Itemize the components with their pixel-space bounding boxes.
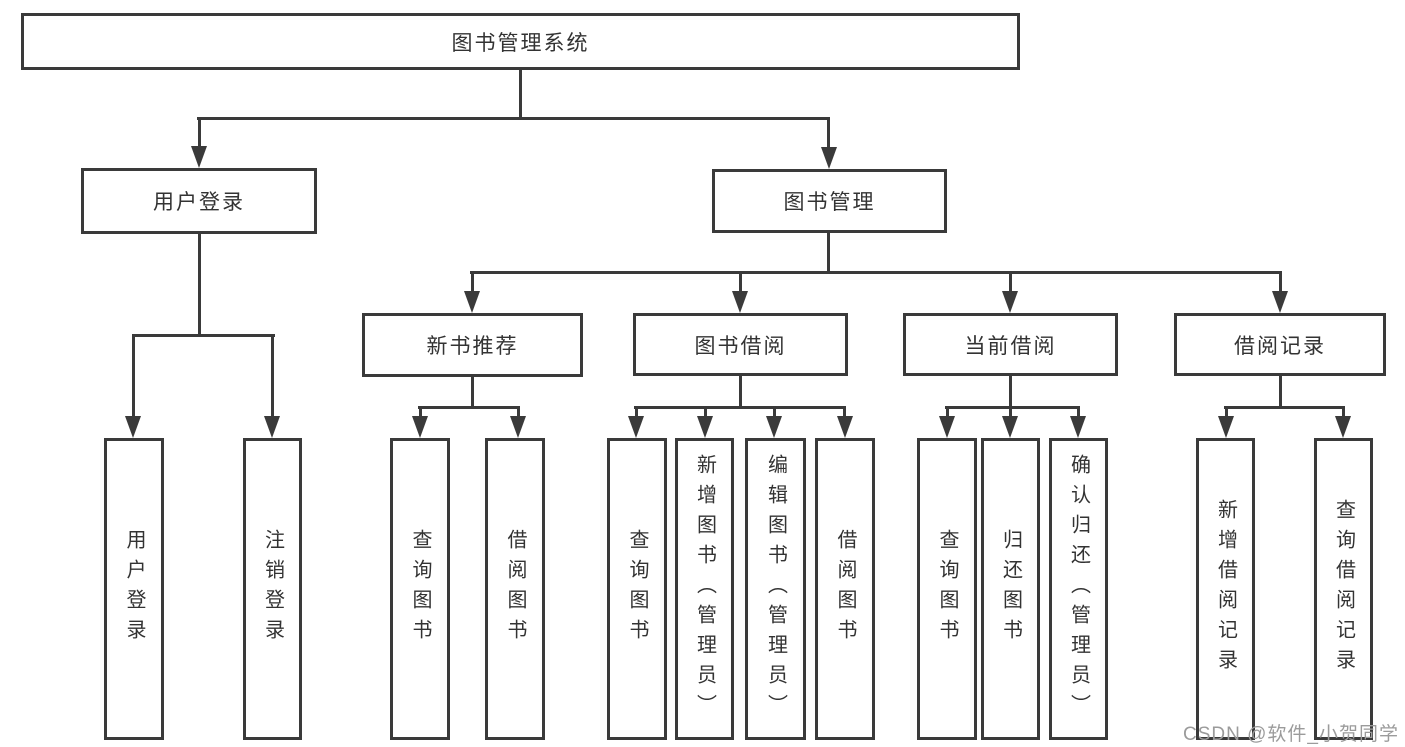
connector-vline: [198, 234, 201, 337]
connector-vline: [1279, 271, 1282, 293]
leaf-query-book-current: 查询图书: [917, 438, 977, 740]
connector-vline: [1009, 406, 1012, 418]
arrowhead-down-icon: [1002, 416, 1018, 438]
connector-vline: [519, 70, 522, 120]
leaf-label: 编辑图书（管理员）: [764, 454, 787, 724]
leaf-logout: 注销登录: [243, 438, 302, 740]
arrowhead-down-icon: [628, 416, 644, 438]
connector-vline: [1009, 376, 1012, 409]
arrowhead-down-icon: [821, 147, 837, 169]
connector-vline: [739, 376, 742, 409]
connector-vline: [132, 334, 135, 418]
arrowhead-down-icon: [1070, 416, 1086, 438]
connector-vline: [1342, 406, 1345, 418]
leaf-label: 查询图书: [626, 529, 648, 649]
node-label: 新书推荐: [426, 335, 519, 358]
arrowhead-down-icon: [1272, 291, 1288, 313]
leaf-label: 确认归还（管理员）: [1067, 454, 1090, 724]
arrowhead-down-icon: [697, 416, 713, 438]
arrowhead-down-icon: [766, 416, 782, 438]
leaf-user-login: 用户登录: [104, 438, 164, 740]
connector-hline: [197, 117, 830, 120]
leaf-label: 新增图书（管理员）: [693, 454, 716, 724]
node-borrow-record: 借阅记录: [1174, 313, 1386, 376]
connector-vline: [827, 233, 830, 274]
connector-vline: [635, 406, 638, 418]
connector-vline: [1279, 376, 1282, 409]
arrowhead-down-icon: [939, 416, 955, 438]
leaf-label: 查询图书: [936, 529, 958, 649]
node-label: 当前借阅: [964, 334, 1057, 358]
arrowhead-down-icon: [191, 146, 207, 168]
connector-vline: [827, 117, 830, 151]
leaf-label: 借阅图书: [834, 529, 856, 649]
leaf-label: 归还图书: [999, 529, 1022, 649]
connector-vline: [198, 117, 201, 150]
node-current-borrow: 当前借阅: [903, 313, 1118, 376]
connector-vline: [843, 406, 846, 418]
arrowhead-down-icon: [412, 416, 428, 438]
leaf-label: 查询图书: [409, 529, 431, 649]
connector-vline: [773, 406, 776, 418]
leaf-query-book-borrow: 查询图书: [607, 438, 667, 740]
node-label: 借阅记录: [1234, 334, 1326, 358]
node-label: 图书管理系统: [451, 31, 590, 55]
arrowhead-down-icon: [264, 416, 280, 438]
leaf-label: 借阅图书: [504, 529, 526, 649]
connector-vline: [271, 334, 274, 418]
connector-hline: [418, 406, 520, 409]
connector-vline: [1009, 271, 1012, 293]
connector-vline: [704, 406, 707, 418]
leaf-query-borrow-record: 查询借阅记录: [1314, 438, 1373, 740]
connector-vline: [1225, 406, 1228, 418]
arrowhead-down-icon: [837, 416, 853, 438]
connector-hline: [132, 334, 275, 337]
leaf-add-book-admin: 新增图书（管理员）: [675, 438, 734, 740]
arrowhead-down-icon: [1002, 291, 1018, 313]
node-new-book-recommend: 新书推荐: [362, 313, 583, 377]
connector-hline: [470, 271, 1282, 274]
leaf-return-book: 归还图书: [981, 438, 1040, 740]
arrowhead-down-icon: [510, 416, 526, 438]
connector-hline: [945, 406, 1080, 409]
leaf-add-borrow-record: 新增借阅记录: [1196, 438, 1255, 740]
connector-vline: [471, 271, 474, 293]
leaf-query-book-recommend: 查询图书: [390, 438, 450, 740]
connector-hline: [1224, 406, 1345, 409]
node-book-management-branch: 图书管理: [712, 169, 947, 233]
node-label: 用户登录: [153, 191, 245, 214]
arrowhead-down-icon: [732, 291, 748, 313]
connector-vline: [471, 377, 474, 409]
leaf-label: 查询借阅记录: [1332, 499, 1355, 679]
leaf-confirm-return-admin: 确认归还（管理员）: [1049, 438, 1108, 740]
connector-vline: [517, 406, 520, 418]
leaf-edit-book-admin: 编辑图书（管理员）: [745, 438, 806, 740]
leaf-borrow-book: 借阅图书: [815, 438, 875, 740]
leaf-label: 注销登录: [261, 529, 284, 649]
leaf-label: 新增借阅记录: [1214, 499, 1237, 679]
csdn-watermark: CSDN @软件_小贺同学: [1183, 724, 1399, 745]
leaf-label: 用户登录: [123, 529, 145, 649]
leaf-borrow-book-recommend: 借阅图书: [485, 438, 545, 740]
arrowhead-down-icon: [1335, 416, 1351, 438]
connector-hline: [634, 406, 846, 409]
arrowhead-down-icon: [1218, 416, 1234, 438]
node-book-management-system: 图书管理系统: [21, 13, 1020, 70]
connector-vline: [1077, 406, 1080, 418]
node-user-login-branch: 用户登录: [81, 168, 317, 234]
node-label: 图书管理: [783, 191, 876, 214]
node-book-borrow: 图书借阅: [633, 313, 848, 376]
arrowhead-down-icon: [464, 291, 480, 313]
connector-vline: [419, 406, 422, 418]
connector-vline: [946, 406, 949, 418]
connector-vline: [739, 271, 742, 293]
arrowhead-down-icon: [125, 416, 141, 438]
node-label: 图书借阅: [694, 334, 787, 358]
